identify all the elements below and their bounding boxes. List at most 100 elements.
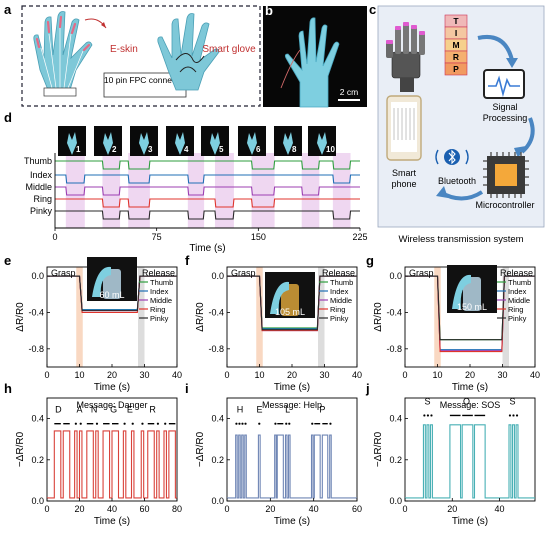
channel-i: I xyxy=(455,28,457,38)
xtick-label: 0 xyxy=(44,370,49,380)
legend-label-pinky: Pinky xyxy=(508,314,527,323)
gesture-band xyxy=(332,153,351,228)
ytick-label: -0.8 xyxy=(208,344,224,354)
legend-label-index: Index xyxy=(330,287,349,296)
d-xlabel: Time (s) xyxy=(189,243,225,254)
curve-pinky xyxy=(405,275,535,341)
grasp-band xyxy=(434,267,441,367)
morse-trace xyxy=(47,430,177,499)
bluetooth-label: Bluetooth xyxy=(438,176,476,186)
release-band xyxy=(318,267,325,367)
morse-dot xyxy=(74,422,77,425)
morse-trace xyxy=(227,434,357,499)
xtick-label: 40 xyxy=(309,504,319,514)
ytick-label: 0.0 xyxy=(211,496,224,506)
morse-dot xyxy=(244,422,247,425)
morse-letter: P xyxy=(319,405,325,415)
series-label-ring: Ring xyxy=(33,194,52,204)
morse-letter: E xyxy=(127,405,133,415)
glove-photo-hand xyxy=(284,17,340,108)
gesture-number: 2 xyxy=(112,145,117,154)
xlabel: Time (s) xyxy=(452,382,488,393)
ytick-label: 0.2 xyxy=(389,455,402,465)
gesture-number: 4 xyxy=(184,145,189,154)
panel-letter-d: d xyxy=(4,110,12,125)
legend-label-thumb: Thumb xyxy=(330,278,353,287)
legend-label-pinky: Pinky xyxy=(150,314,169,323)
inset-volume: 60 mL xyxy=(99,290,124,300)
xtick-label: 0 xyxy=(224,504,229,514)
morse-dot xyxy=(95,422,99,425)
gesture-band xyxy=(128,153,150,228)
xlabel: Time (s) xyxy=(274,516,310,527)
smart-phone-label-1: Smart xyxy=(392,168,417,178)
channel-r: R xyxy=(453,52,459,62)
ytick-label: 0.0 xyxy=(211,271,224,281)
morse-dot xyxy=(430,414,433,417)
ytick-label: 0.0 xyxy=(389,271,402,281)
gesture-hand xyxy=(139,132,149,155)
ylabel: ΔR/R0 xyxy=(373,302,384,332)
series-label-thumb: Thumb xyxy=(24,156,52,166)
morse-dot xyxy=(235,422,238,425)
ytick-label: 0.4 xyxy=(31,414,44,424)
finger-channel-list: T I M R P xyxy=(444,14,468,76)
morse-dot xyxy=(288,422,291,425)
smart-glove-illustration xyxy=(157,13,220,91)
xlabel: Time (s) xyxy=(452,516,488,527)
xtick-label: 60 xyxy=(352,504,362,514)
xtick-label: 0 xyxy=(402,370,407,380)
xtick-label: 40 xyxy=(495,504,505,514)
e-skin-glove-illustration xyxy=(33,11,93,97)
gesture-number: 1 xyxy=(76,145,81,154)
panel-letter-f: f xyxy=(185,253,190,268)
morse-dot xyxy=(79,422,82,425)
gesture-hand xyxy=(317,132,327,155)
xlabel: Time (s) xyxy=(94,382,130,393)
release-label: Release xyxy=(322,268,355,278)
ytick-label: 0.4 xyxy=(389,414,402,424)
xtick-label: 20 xyxy=(465,370,475,380)
panel-letter-c: c xyxy=(369,2,376,17)
inset-cup xyxy=(463,277,481,311)
xtick-label: 20 xyxy=(447,504,457,514)
legend-label-thumb: Thumb xyxy=(150,278,173,287)
gesture-band xyxy=(102,153,121,228)
inset-cup xyxy=(281,284,299,316)
series-label-middle: Middle xyxy=(25,182,52,192)
gesture-band xyxy=(251,153,275,228)
xtick-label: 20 xyxy=(74,504,84,514)
gesture-traces xyxy=(55,160,360,220)
morse-letter: L xyxy=(285,405,290,415)
legend-label-ring: Ring xyxy=(330,305,345,314)
ylabel: ΔR/R0 xyxy=(15,302,26,332)
panel-letter-e: e xyxy=(4,253,11,268)
legend-label-middle: Middle xyxy=(330,296,352,305)
d-xtick-label: 0 xyxy=(52,232,57,242)
scale-label: 2 cm xyxy=(340,87,358,97)
legend-label-pinky: Pinky xyxy=(330,314,349,323)
morse-dot xyxy=(156,422,160,425)
xtick-label: 10 xyxy=(432,370,442,380)
channel-p: P xyxy=(453,64,459,74)
xtick-label: 20 xyxy=(287,370,297,380)
ytick-label: 0.0 xyxy=(31,271,44,281)
legend-label-middle: Middle xyxy=(508,296,530,305)
panel-c-caption: Wireless transmission system xyxy=(398,234,523,245)
xtick-label: 10 xyxy=(74,370,84,380)
ytick-label: -0.4 xyxy=(208,307,224,317)
legend-label-middle: Middle xyxy=(150,296,172,305)
curve-pinky xyxy=(47,275,177,312)
morse-letter: H xyxy=(237,405,244,415)
channel-t: T xyxy=(453,16,459,26)
grasp-label: Grasp xyxy=(51,268,76,278)
trace-thumb xyxy=(55,160,360,170)
inset-cup xyxy=(103,269,121,299)
xtick-label: 30 xyxy=(497,370,507,380)
xtick-label: 0 xyxy=(224,370,229,380)
signal-processing-label-2: Processing xyxy=(483,113,528,123)
d-xtick-label: 225 xyxy=(352,232,367,242)
